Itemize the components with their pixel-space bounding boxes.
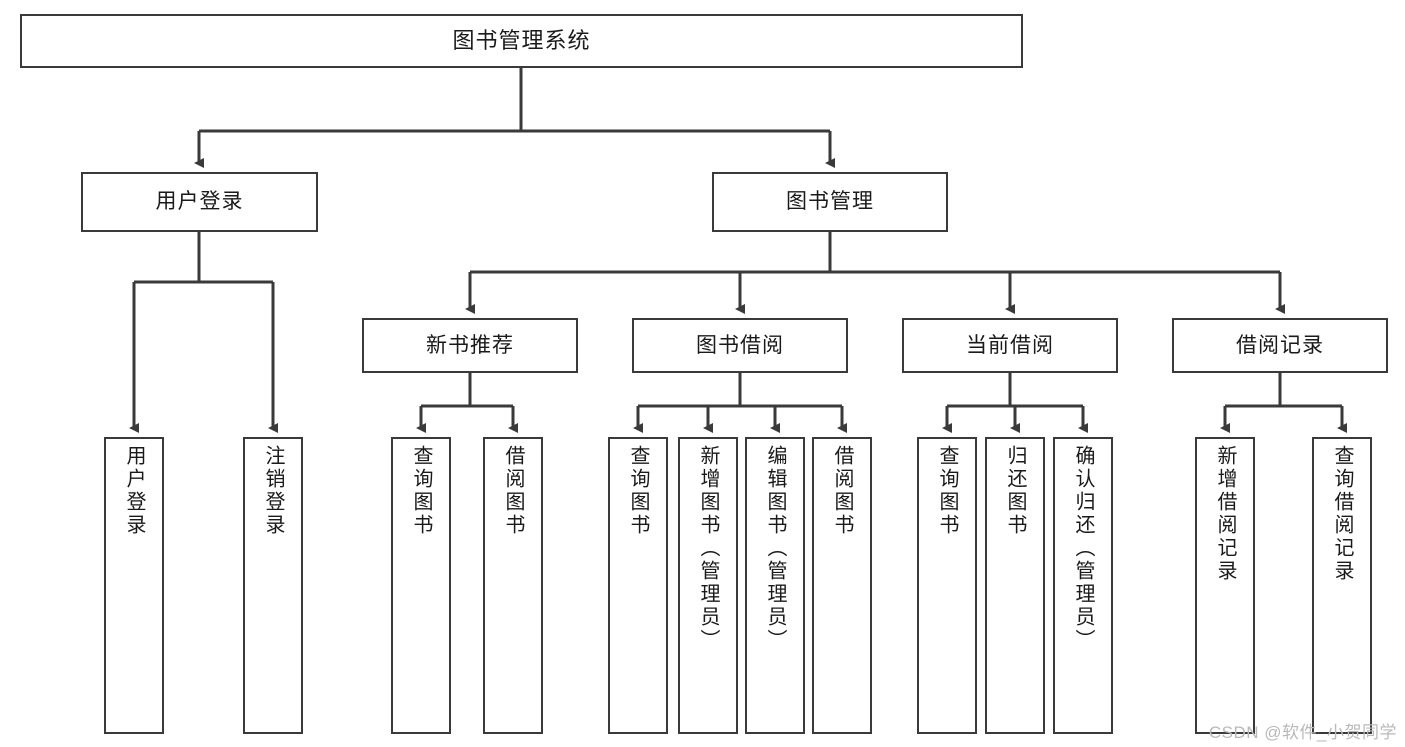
node-root-system[interactable]: 图书管理系统 <box>20 14 1023 68</box>
node-label: 新书推荐 <box>426 333 514 357</box>
node-label: 注销登录 <box>262 445 284 537</box>
leaf-query-book-recommend[interactable]: 查询图书 <box>391 437 451 734</box>
node-label: 图书管理 <box>786 190 874 214</box>
node-label: 用户登录 <box>155 190 244 214</box>
leaf-borrow-book[interactable]: 借阅图书 <box>812 437 872 734</box>
leaf-query-book-borrow[interactable]: 查询图书 <box>608 437 668 734</box>
node-label: 查询图书 <box>936 445 958 537</box>
leaf-query-borrow-record[interactable]: 查询借阅记录 <box>1312 437 1372 734</box>
node-label: 借阅记录 <box>1236 333 1324 357</box>
leaf-logout[interactable]: 注销登录 <box>243 437 303 734</box>
node-user-login[interactable]: 用户登录 <box>81 172 318 232</box>
node-label: 图书管理系统 <box>452 27 591 53</box>
node-label: 新增图书（管理员） <box>697 445 719 652</box>
node-label: 借阅图书 <box>831 445 853 537</box>
node-book-management[interactable]: 图书管理 <box>712 172 948 232</box>
node-label: 借阅图书 <box>502 445 524 537</box>
leaf-user-login[interactable]: 用户登录 <box>104 437 164 734</box>
node-label: 查询借阅记录 <box>1331 445 1353 583</box>
node-label: 确认归还（管理员） <box>1072 445 1094 652</box>
node-label: 当前借阅 <box>966 333 1054 357</box>
leaf-query-book-current[interactable]: 查询图书 <box>917 437 977 734</box>
node-label: 归还图书 <box>1004 445 1026 537</box>
node-label: 用户登录 <box>123 445 145 537</box>
leaf-add-borrow-record[interactable]: 新增借阅记录 <box>1195 437 1255 734</box>
leaf-edit-book-admin[interactable]: 编辑图书（管理员） <box>745 437 805 734</box>
node-book-borrow[interactable]: 图书借阅 <box>632 318 848 373</box>
node-label: 查询图书 <box>627 445 649 537</box>
leaf-return-book[interactable]: 归还图书 <box>985 437 1045 734</box>
leaf-borrow-book-recommend[interactable]: 借阅图书 <box>483 437 543 734</box>
node-label: 编辑图书（管理员） <box>764 445 786 652</box>
node-label: 查询图书 <box>410 445 432 537</box>
node-borrow-record[interactable]: 借阅记录 <box>1172 318 1388 373</box>
node-label: 图书借阅 <box>696 333 784 357</box>
leaf-confirm-return-admin[interactable]: 确认归还（管理员） <box>1053 437 1113 734</box>
leaf-add-book-admin[interactable]: 新增图书（管理员） <box>678 437 738 734</box>
node-new-book-recommend[interactable]: 新书推荐 <box>362 318 578 373</box>
watermark-text: CSDN @软件_小贺同学 <box>1208 723 1397 742</box>
node-current-borrow[interactable]: 当前借阅 <box>902 318 1118 373</box>
node-label: 新增借阅记录 <box>1214 445 1236 583</box>
